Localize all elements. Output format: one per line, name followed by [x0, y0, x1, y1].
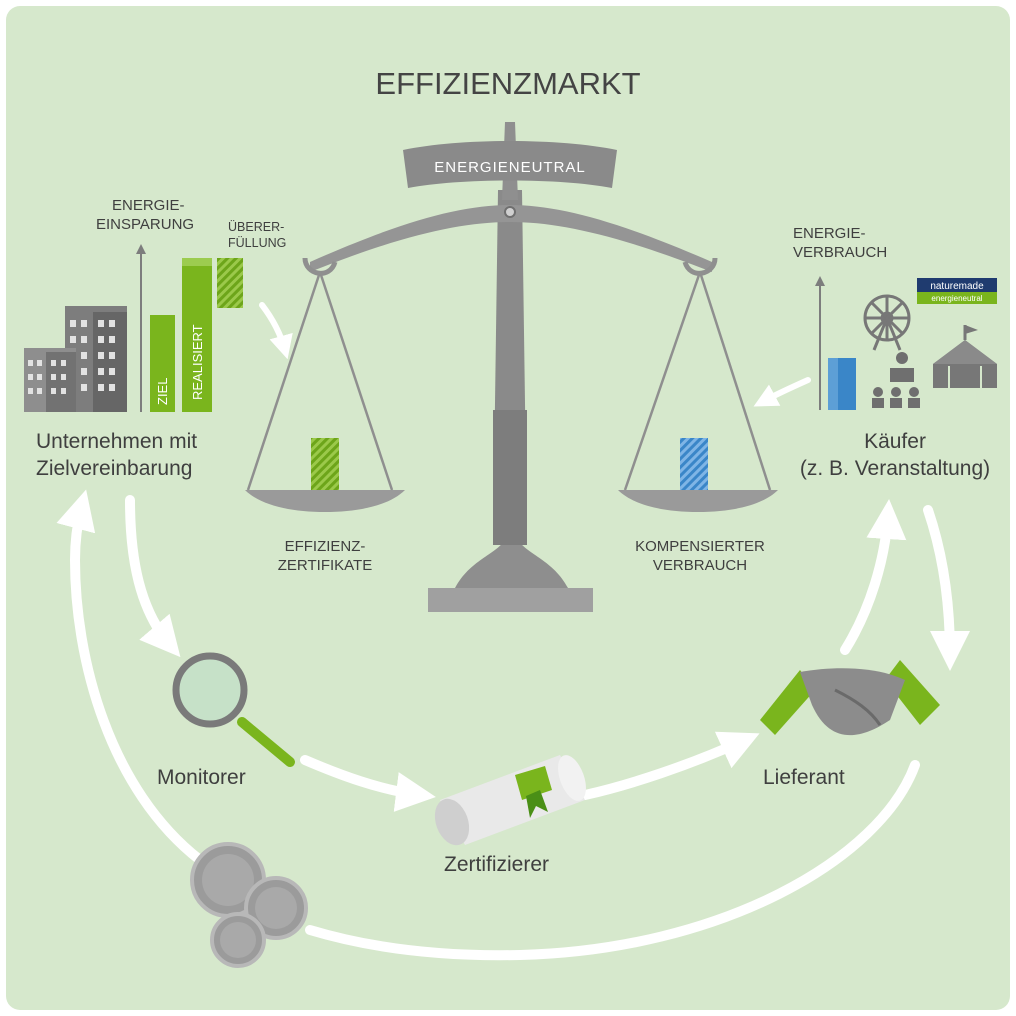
left-pan-label-line1: EFFIZIENZ- — [284, 538, 366, 555]
savings-axis-label-line2: EINSPARUNG — [96, 216, 195, 233]
handshake-icon — [760, 660, 940, 736]
energy-savings-chart — [136, 244, 243, 412]
certificate-scroll-icon — [434, 755, 586, 846]
balance-scale — [245, 122, 778, 612]
actual-bar-label: REALISIERT — [190, 324, 205, 400]
arrow-supplier-to-buyer — [840, 499, 907, 655]
consumption-axis-label-line2: VERBRAUCH — [793, 244, 888, 261]
company-name-line2: Zielvereinbarung — [36, 457, 193, 480]
badge-top-text: naturemade — [930, 281, 984, 292]
arrow-overfulfillment-to-pan — [259, 302, 293, 360]
target-bar — [150, 315, 175, 412]
badge-bottom-text: energieneutral — [931, 294, 982, 303]
certifier-label: Zertifizierer — [444, 853, 550, 876]
left-pan-label-line2: ZERTIFIKATE — [277, 557, 373, 574]
coins-icon — [190, 842, 308, 968]
ferris-wheel-icon — [863, 294, 911, 351]
overfulfillment-bar — [217, 258, 243, 308]
supplier-label: Lieferant — [763, 766, 845, 789]
cycle-arrows — [56, 302, 970, 961]
left-pan — [245, 490, 405, 512]
company-name-line1: Unternehmen mit — [36, 430, 198, 453]
arrow-supplier-to-coins — [305, 760, 920, 961]
magnifier-icon — [172, 652, 295, 767]
right-pan — [618, 490, 778, 512]
efficiency-certificate-bar — [311, 438, 339, 490]
monitor-label: Monitorer — [157, 766, 246, 789]
buyer-name-line1: Käufer — [864, 430, 926, 453]
right-pan-label-line1: KOMPENSIERTER — [635, 538, 765, 555]
tent-icon — [933, 325, 997, 388]
energy-consumption-chart — [815, 276, 856, 410]
arrow-buyer-to-pan — [753, 377, 811, 407]
target-bar-label: ZIEL — [155, 378, 170, 405]
banner-shape — [403, 141, 617, 188]
savings-axis-label-line1: ENERGIE- — [112, 197, 185, 214]
company-buildings-icon — [24, 306, 127, 412]
arrow-company-to-monitor — [125, 495, 181, 658]
naturemade-badge — [917, 278, 997, 304]
arrow-certifier-to-supplier — [580, 731, 760, 800]
arrow-coins-to-company — [56, 489, 205, 865]
overfulfillment-label-line2: FÜLLUNG — [228, 236, 287, 250]
actual-bar — [182, 258, 212, 412]
beam-label: ENERGIENEUTRAL — [434, 159, 586, 176]
consumption-axis-label-line1: ENERGIE- — [793, 225, 866, 242]
buyer-name-line2: (z. B. Veranstaltung) — [799, 457, 991, 480]
right-pan-label-line2: VERBRAUCH — [652, 557, 748, 574]
arrow-buyer-to-supplier — [923, 505, 970, 671]
speaker-audience-icon — [872, 352, 920, 408]
arrow-monitor-to-certifier — [300, 755, 436, 812]
compensated-consumption-bar — [680, 438, 708, 490]
overfulfillment-label-line1: ÜBERER- — [228, 220, 285, 234]
page-title: EFFIZIENZMARKT — [375, 66, 641, 101]
